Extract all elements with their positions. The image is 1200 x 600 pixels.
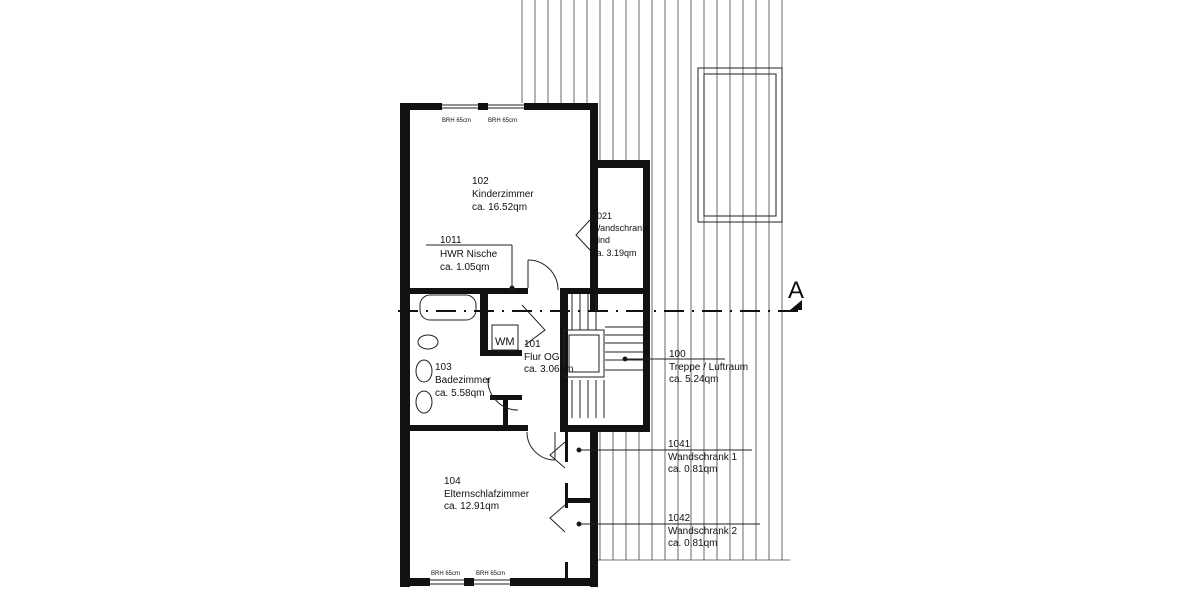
washing-machine bbox=[491, 324, 519, 351]
bathroom-fixtures bbox=[415, 294, 519, 414]
svg-text:1021: 1021 bbox=[592, 211, 612, 221]
svg-text:1041: 1041 bbox=[668, 439, 691, 450]
svg-text:ca. 5.24qm: ca. 5.24qm bbox=[669, 374, 718, 385]
svg-text:102: 102 bbox=[472, 176, 489, 187]
section-marker: A bbox=[788, 277, 804, 304]
roof-hatching bbox=[521, 0, 790, 561]
window-label: BRH 65cm bbox=[488, 118, 517, 124]
svg-text:ca. 16.52qm: ca. 16.52qm bbox=[472, 202, 527, 213]
room-1041: 1041 Wandschrank 1 ca. 0.81qm bbox=[668, 439, 738, 475]
svg-text:Flur OG: Flur OG bbox=[524, 352, 560, 363]
room-103: 103 Badezimmer ca. 5.58qm bbox=[435, 362, 492, 399]
svg-text:Treppe / Luftraum: Treppe / Luftraum bbox=[669, 362, 748, 373]
svg-text:1011: 1011 bbox=[440, 235, 462, 246]
window-label: BRH 65cm bbox=[431, 571, 460, 577]
svg-text:Wandschrank 2: Wandschrank 2 bbox=[668, 526, 738, 537]
skylight bbox=[697, 67, 783, 223]
room-102: 102 Kinderzimmer ca. 16.52qm bbox=[472, 176, 534, 213]
svg-text:Kind: Kind bbox=[592, 235, 610, 245]
svg-text:HWR Nische: HWR Nische bbox=[440, 249, 498, 260]
svg-text:ca. 3.06qm: ca. 3.06qm bbox=[524, 364, 573, 375]
stairs bbox=[563, 294, 643, 418]
room-1011: 1011 HWR Nische ca. 1.05qm bbox=[440, 235, 498, 273]
svg-text:ca. 0.81qm: ca. 0.81qm bbox=[668, 464, 717, 475]
room-101: 101 Flur OG ca. 3.06qm bbox=[524, 339, 573, 375]
svg-text:1042: 1042 bbox=[668, 513, 691, 524]
washing-machine-label: WM bbox=[495, 336, 515, 348]
room-104: 104 Elternschlafzimmer ca. 12.91qm bbox=[444, 476, 530, 512]
svg-text:104: 104 bbox=[444, 476, 461, 487]
svg-text:ca. 3.19qm: ca. 3.19qm bbox=[592, 248, 637, 258]
doors bbox=[487, 219, 591, 533]
svg-text:100: 100 bbox=[669, 349, 686, 360]
room-100: 100 Treppe / Luftraum ca. 5.24qm bbox=[669, 349, 748, 385]
svg-text:Badezimmer: Badezimmer bbox=[435, 375, 492, 386]
svg-text:ca. 5.58qm: ca. 5.58qm bbox=[435, 388, 484, 399]
svg-text:Elternschlafzimmer: Elternschlafzimmer bbox=[444, 489, 530, 500]
svg-text:Wandschrank 1: Wandschrank 1 bbox=[668, 452, 738, 463]
window-label: BRH 65cm bbox=[476, 571, 505, 577]
svg-text:101: 101 bbox=[524, 339, 541, 350]
skylight-inner bbox=[703, 73, 777, 217]
svg-text:Kinderzimmer: Kinderzimmer bbox=[472, 189, 534, 200]
room-1042: 1042 Wandschrank 2 ca. 0.81qm bbox=[668, 513, 738, 549]
svg-text:ca. 1.05qm: ca. 1.05qm bbox=[440, 262, 489, 273]
svg-text:103: 103 bbox=[435, 362, 452, 373]
room-1021: 1021 Wandschrank Kind ca. 3.19qm bbox=[592, 211, 647, 258]
window-label: BRH 65cm bbox=[442, 118, 471, 124]
svg-text:ca. 0.81qm: ca. 0.81qm bbox=[668, 538, 717, 549]
svg-text:Wandschrank: Wandschrank bbox=[592, 223, 647, 233]
svg-text:ca. 12.91qm: ca. 12.91qm bbox=[444, 501, 499, 512]
